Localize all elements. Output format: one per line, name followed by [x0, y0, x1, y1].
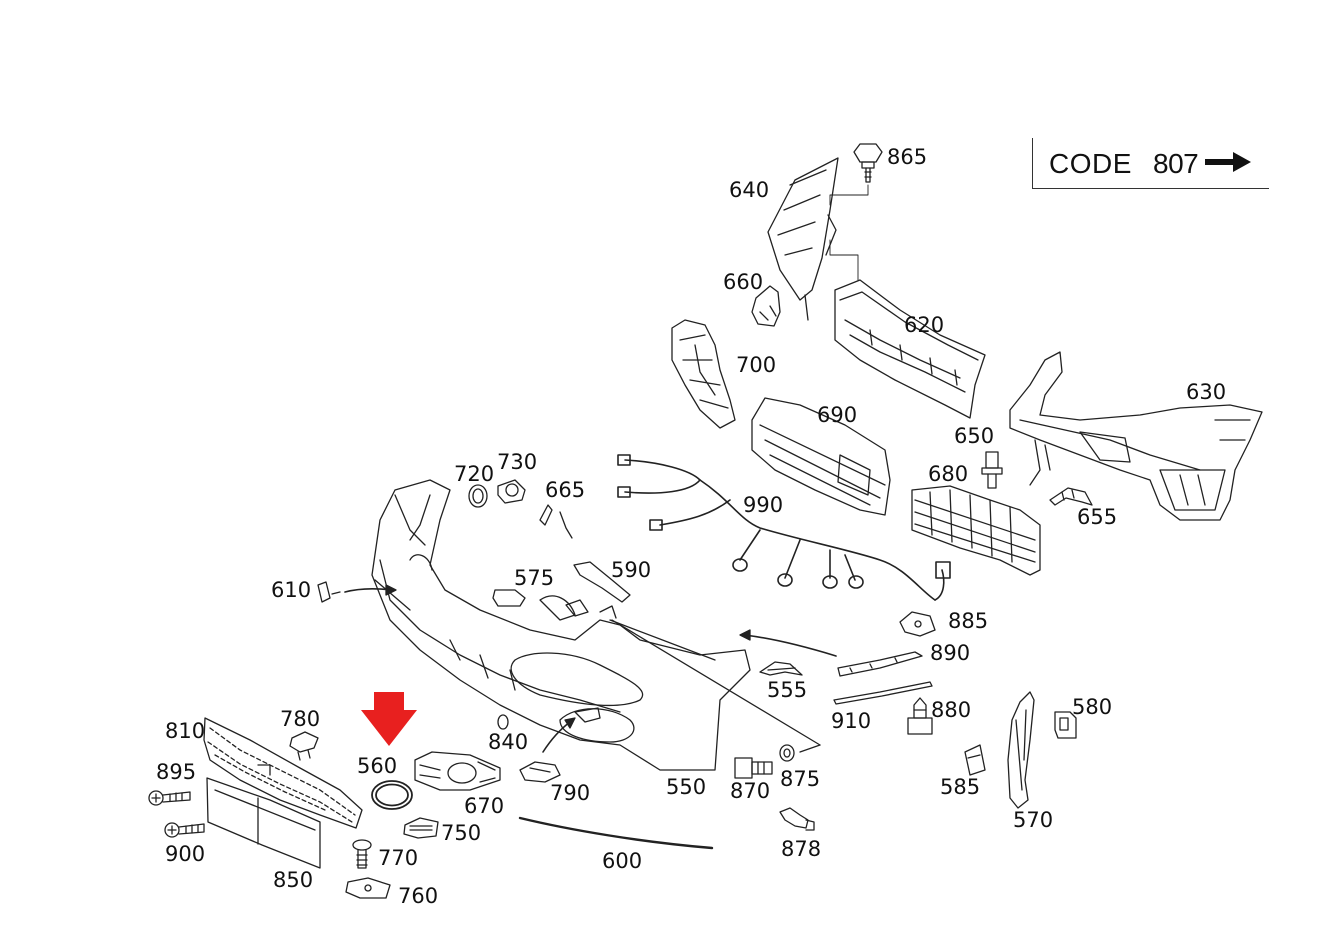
- label-640: 640: [729, 178, 770, 202]
- label-575: 575: [514, 566, 555, 590]
- label-650: 650: [954, 424, 995, 448]
- label-590: 590: [611, 558, 652, 582]
- part-870-bolt: [734, 757, 773, 779]
- red-down-arrow-icon: [361, 692, 417, 746]
- label-665: 665: [545, 478, 586, 502]
- label-810: 810: [165, 719, 206, 743]
- label-865: 865: [887, 145, 928, 169]
- part-570-bracket: [1007, 691, 1035, 809]
- part-910-strip: [833, 681, 933, 705]
- label-610: 610: [271, 578, 312, 602]
- label-700: 700: [736, 353, 777, 377]
- part-600-strip: [518, 816, 714, 850]
- label-840: 840: [488, 730, 529, 754]
- part-885-clip: [899, 611, 936, 637]
- part-895-screw: [148, 790, 191, 806]
- label-890: 890: [930, 641, 971, 665]
- part-630-side-bracket: [1009, 351, 1263, 521]
- part-880-rivet: [907, 697, 933, 735]
- label-600: 600: [602, 849, 643, 873]
- part-990-wiring-harness: [617, 454, 951, 601]
- label-770: 770: [378, 846, 419, 870]
- part-890-strip: [837, 651, 923, 677]
- label-885: 885: [948, 609, 989, 633]
- part-555-cover: [759, 661, 803, 676]
- label-875: 875: [780, 767, 821, 791]
- label-750: 750: [441, 821, 482, 845]
- part-700-side-bracket: [671, 319, 736, 429]
- part-665-clip: [539, 504, 573, 539]
- part-900-screw: [164, 822, 205, 838]
- part-790-cover: [519, 761, 561, 783]
- part-850-plate-bracket: [206, 777, 321, 869]
- part-750-cover: [403, 817, 439, 839]
- part-650-clip: [981, 451, 1003, 489]
- label-680: 680: [928, 462, 969, 486]
- label-990: 990: [743, 493, 784, 517]
- label-585: 585: [940, 775, 981, 799]
- label-660: 660: [723, 270, 764, 294]
- label-550: 550: [666, 775, 707, 799]
- label-560: 560: [357, 754, 398, 778]
- part-580-clip: [1054, 711, 1077, 739]
- label-570: 570: [1013, 808, 1054, 832]
- label-850: 850: [273, 868, 314, 892]
- label-690: 690: [817, 403, 858, 427]
- code-number: 807: [1153, 148, 1199, 179]
- label-895: 895: [156, 760, 197, 784]
- part-760-clip: [345, 877, 391, 899]
- code-label: CODE: [1049, 148, 1132, 179]
- label-720: 720: [454, 462, 495, 486]
- label-620: 620: [904, 313, 945, 337]
- part-878-clip: [779, 807, 815, 831]
- part-670-bezel: [414, 751, 501, 791]
- part-730-sensor-ring: [497, 479, 526, 504]
- part-620-reinforcement: [834, 279, 986, 419]
- part-585-clip: [964, 744, 986, 776]
- code-box: CODE 807: [1032, 138, 1269, 189]
- part-660-cap: [751, 285, 781, 327]
- part-720-sensor: [468, 484, 488, 508]
- part-590-strip: [573, 561, 631, 603]
- label-878: 878: [781, 837, 822, 861]
- label-900: 900: [165, 842, 206, 866]
- part-875-washer: [779, 744, 795, 762]
- part-680-grille: [911, 485, 1041, 576]
- label-880: 880: [931, 698, 972, 722]
- part-780-clip: [289, 731, 319, 761]
- part-865-bolt: [853, 143, 883, 183]
- part-560-ring: [371, 780, 413, 810]
- label-780: 780: [280, 707, 321, 731]
- label-730: 730: [497, 450, 538, 474]
- label-655: 655: [1077, 505, 1118, 529]
- label-555: 555: [767, 678, 808, 702]
- label-580: 580: [1072, 695, 1113, 719]
- label-760: 760: [398, 884, 439, 908]
- part-640-bracket: [767, 157, 839, 321]
- part-810-grille: [203, 717, 363, 829]
- part-610-clip: [317, 581, 341, 603]
- label-670: 670: [464, 794, 505, 818]
- part-770-screw: [352, 839, 372, 869]
- part-840-plug: [497, 714, 509, 730]
- label-910: 910: [831, 709, 872, 733]
- part-655-bracket: [1049, 487, 1093, 506]
- part-690-absorber: [751, 397, 891, 516]
- right-arrow-icon: [1205, 152, 1251, 172]
- label-870: 870: [730, 779, 771, 803]
- label-790: 790: [550, 781, 591, 805]
- part-575-block: [492, 589, 526, 607]
- label-630: 630: [1186, 380, 1227, 404]
